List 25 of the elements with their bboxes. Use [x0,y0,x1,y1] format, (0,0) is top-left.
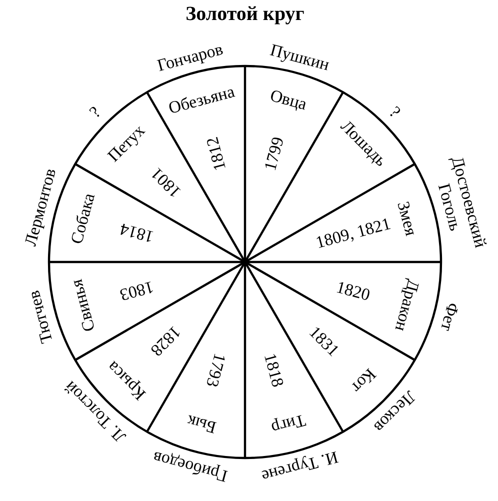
animal-label: Овца [268,86,309,114]
animal-label: Обезьяна [166,82,237,118]
year-label: 1803 [118,277,156,305]
animal-label: Змея [394,199,421,238]
animal-label: Свинья [66,277,99,334]
year-label: 1793 [202,351,230,390]
writer-name: ? [386,102,404,122]
writer-name: Гончаров [155,39,225,76]
animal-label: Собака [66,191,99,246]
year-label: 1818 [260,351,288,390]
writer-name: Фет [436,300,463,334]
animal-label: Тигр [269,410,308,438]
animal-label: Бык [184,411,218,438]
year-label: 1809, 1821 [314,214,393,252]
writer-name: Пушкин [268,40,332,74]
writer-name: Тютчев [24,288,56,346]
animal-label: Дракон [391,278,424,334]
year-label: 1820 [334,277,372,305]
year-label: 1814 [118,219,156,247]
diagram-title: Золотой круг [186,3,304,25]
writer-name: И. Тургене [260,447,340,486]
writer-name: ? [86,102,104,122]
year-label: 1799 [260,134,288,173]
year-label: 1812 [202,134,230,173]
animal-label: Кот [348,364,380,397]
